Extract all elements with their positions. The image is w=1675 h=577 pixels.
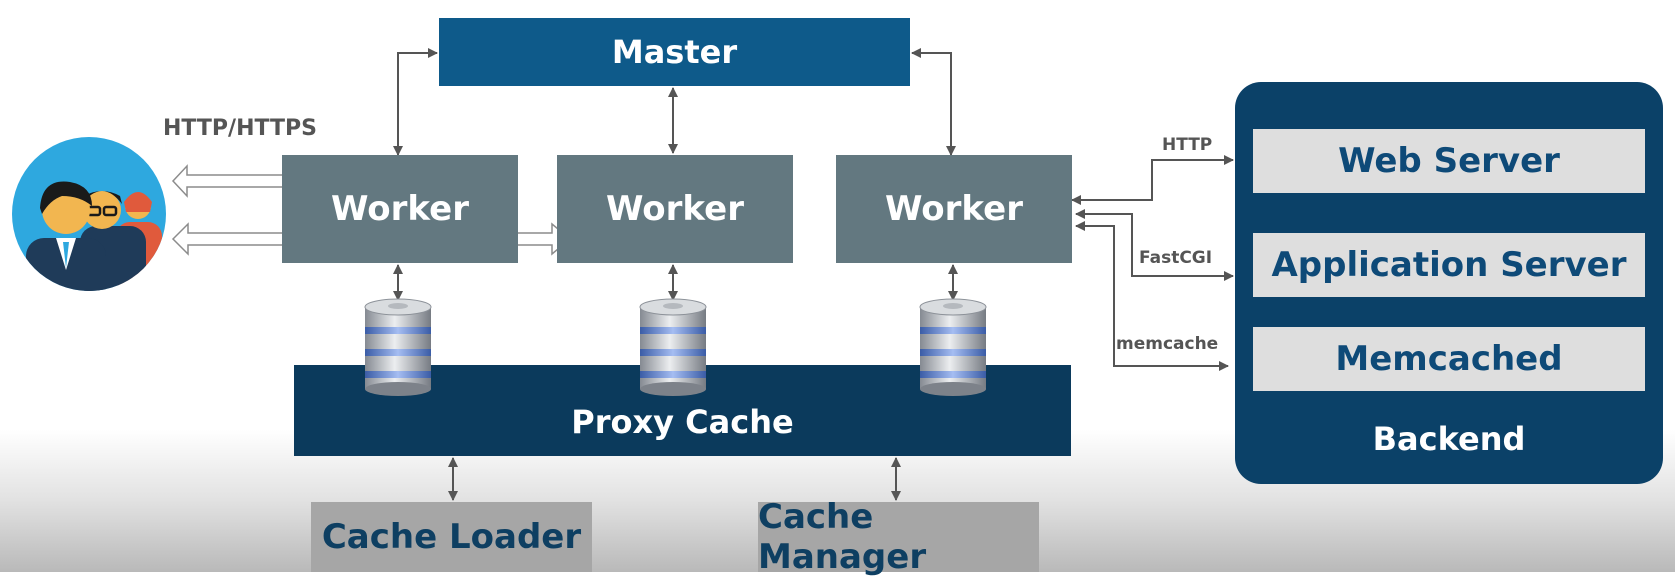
users-icon [12, 137, 166, 291]
backend-title: Backend [1372, 420, 1526, 458]
proxy-cache: Proxy Cache [294, 365, 1071, 456]
worker-process-3: Worker [836, 155, 1072, 263]
master-process: Master [439, 18, 910, 86]
cache-manager: Cache Manager [758, 497, 1039, 577]
backend-memcached: Memcached [1253, 327, 1645, 391]
backend-application-server: Application Server [1253, 233, 1645, 297]
worker-process-2: Worker [557, 155, 793, 263]
http-connector [1071, 155, 1234, 205]
backend-web-server: Web Server [1253, 129, 1645, 193]
worker-process-1: Worker [282, 155, 518, 263]
master-worker-connector-1 [393, 48, 438, 156]
client-protocol-label: HTTP/HTTPS [163, 116, 317, 141]
cache-loader: Cache Loader [311, 502, 592, 572]
memcache-connector [1075, 221, 1229, 371]
fastcgi-connection-label: FastCGI [1139, 248, 1213, 268]
master-worker-connector-3 [911, 48, 956, 156]
http-connection-label: HTTP [1162, 135, 1213, 155]
memcache-connection-label: memcache [1116, 334, 1219, 354]
